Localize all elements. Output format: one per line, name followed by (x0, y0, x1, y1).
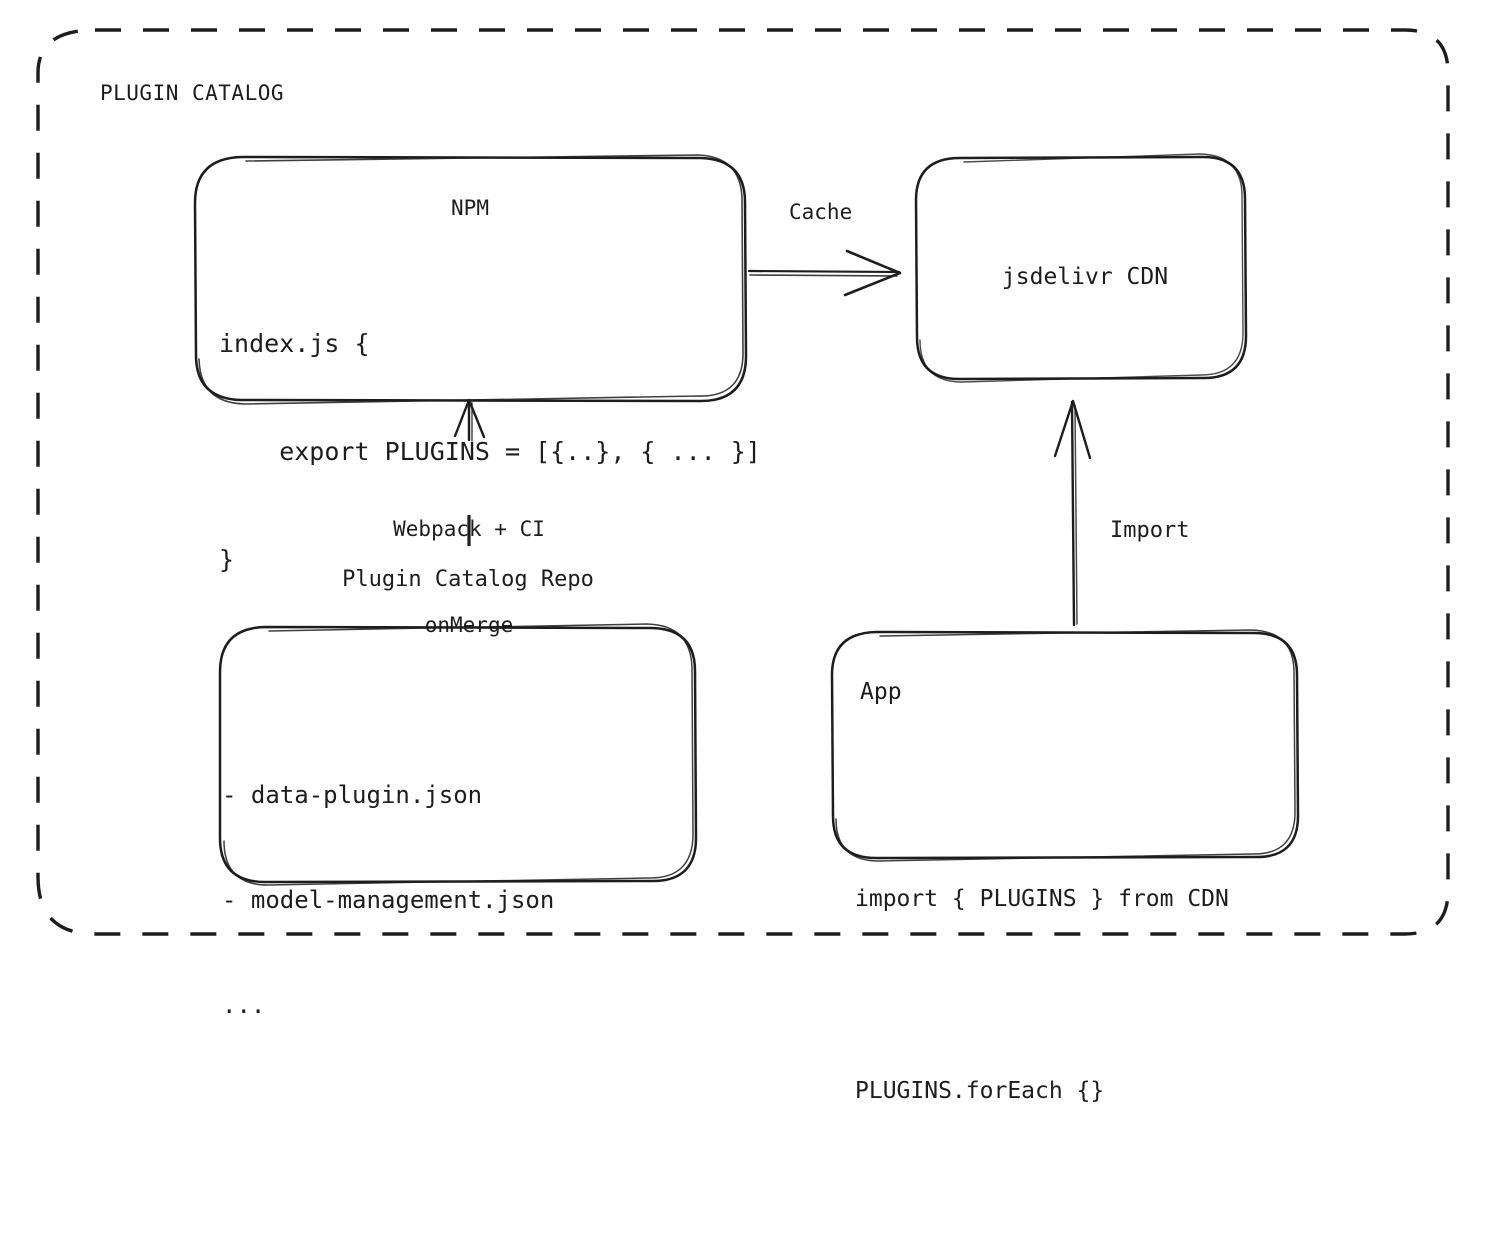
node-app-outline (830, 629, 1300, 862)
node-app-title: App (860, 679, 902, 705)
edge-cache-arrow (747, 249, 902, 297)
npm-code-line-3: } (219, 545, 235, 574)
app-code-line-1: import { PLUGINS } from CDN (855, 886, 1229, 912)
node-cdn-title: jsdelivr CDN (1001, 264, 1169, 290)
diagram-canvas: PLUGIN CATALOG NPM index.js { export PLU… (36, 28, 1450, 1104)
node-npm-title: NPM (451, 196, 489, 220)
npm-code-line-1: index.js { (219, 329, 370, 358)
edge-import-label: Import (1110, 518, 1190, 543)
app-code-line-2: PLUGINS.forEach {} (855, 1078, 1105, 1104)
node-repo-outline (218, 623, 698, 886)
group-title: PLUGIN CATALOG (100, 81, 285, 105)
edge-build-label: Webpack + CI onMerge (393, 449, 545, 705)
repo-item-3: ... (222, 991, 266, 1019)
edge-build-arrow (453, 398, 486, 546)
edge-cache-label: Cache (789, 200, 853, 224)
repo-item-1: - data-plugin.json (222, 781, 483, 809)
node-repo-label: Plugin Catalog Repo (342, 567, 594, 592)
node-npm-outline (193, 154, 748, 405)
repo-item-2: - model-management.json (222, 886, 555, 914)
node-repo-items: - data-plugin.json - model-management.js… (222, 708, 554, 1093)
edge-build-label-line-2: onMerge (424, 613, 514, 637)
node-app-code: import { PLUGINS } from CDN PLUGINS.forE… (855, 739, 1229, 1251)
edge-build-label-line-1: Webpack + CI (393, 517, 545, 541)
node-cdn-outline (914, 153, 1248, 383)
edge-import-arrow (1053, 399, 1092, 627)
group-boundary (36, 28, 1450, 936)
npm-code-line-2: export PLUGINS = [{..}, { ... }] (219, 437, 761, 466)
diagram-strokes (36, 28, 1450, 936)
node-npm-code: index.js { export PLUGINS = [{..}, { ...… (219, 254, 761, 650)
